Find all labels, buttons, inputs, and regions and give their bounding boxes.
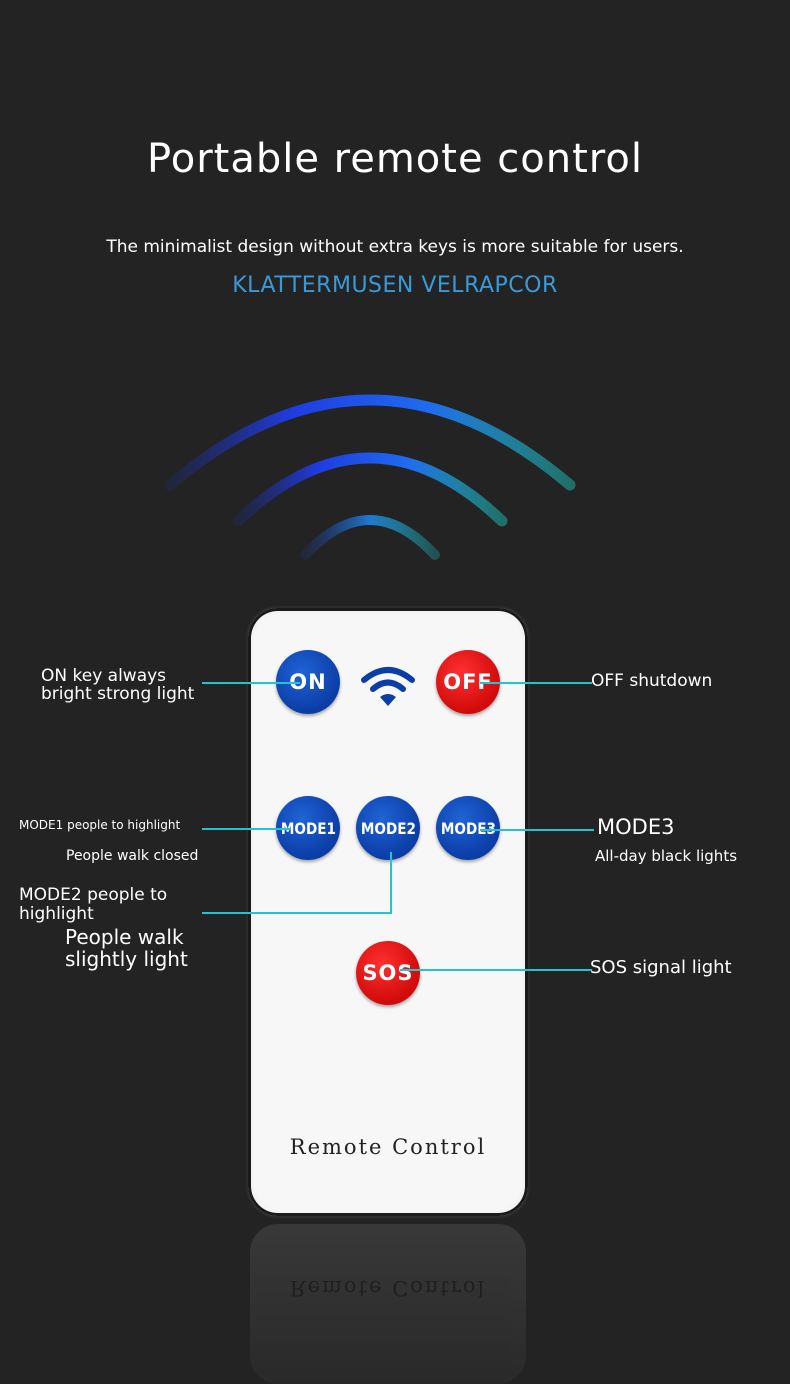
- mode2-callout-line-vertical: [390, 852, 392, 914]
- sos-callout-line: [400, 969, 592, 971]
- off-callout-line: [480, 682, 592, 684]
- on-annotation-line1: ON key always: [41, 666, 167, 686]
- sos-annotation: SOS signal light: [590, 957, 732, 978]
- signal-arc-middle: [232, 452, 508, 527]
- mode2-annotation-sub2: slightly light: [65, 947, 188, 971]
- mode2-annotation-line1: MODE2 people to: [19, 885, 168, 905]
- top-cropped-text: —— ————: [540, 0, 732, 12]
- wireless-signal-icon: [164, 394, 576, 560]
- on-annotation-line2: bright strong light: [41, 684, 195, 704]
- off-annotation: OFF shutdown: [591, 671, 713, 691]
- mode2-button-label: MODE2: [360, 818, 416, 838]
- reflection-label: Remote Control: [289, 1276, 487, 1300]
- mode3-button-label: MODE3: [440, 818, 496, 838]
- on-callout-line: [202, 682, 300, 684]
- mode1-button-label: MODE1: [280, 818, 336, 838]
- remote-reflection: Remote Control: [250, 1224, 526, 1384]
- mode1-annotation: MODE1 people to highlight: [19, 818, 181, 832]
- mode2-annotation-line2: highlight: [19, 904, 94, 924]
- mode1-callout-line: [202, 828, 290, 830]
- mode2-callout-line-horizontal: [202, 912, 392, 914]
- sos-button[interactable]: SOS: [356, 941, 420, 1005]
- wifi-icon: [361, 667, 415, 706]
- mode1-annotation-sub: People walk closed: [66, 848, 199, 864]
- page-title: Portable remote control: [147, 136, 643, 182]
- remote-label: Remote Control: [289, 1135, 487, 1159]
- mode3-annotation-sub: All-day black lights: [595, 847, 738, 865]
- signal-arc-inner: [300, 515, 440, 560]
- sos-button-label: SOS: [362, 961, 414, 985]
- mode3-annotation: MODE3: [597, 815, 675, 839]
- brand-name: KLATTERMUSEN VELRAPCOR: [232, 273, 558, 298]
- mode2-annotation-sub1: People walk: [65, 925, 184, 949]
- page-subtitle: The minimalist design without extra keys…: [106, 237, 684, 257]
- mode2-button[interactable]: MODE2: [356, 796, 420, 860]
- mode3-button[interactable]: MODE3: [436, 796, 500, 860]
- mode3-callout-line: [480, 829, 594, 831]
- signal-arc-outer: [164, 394, 576, 491]
